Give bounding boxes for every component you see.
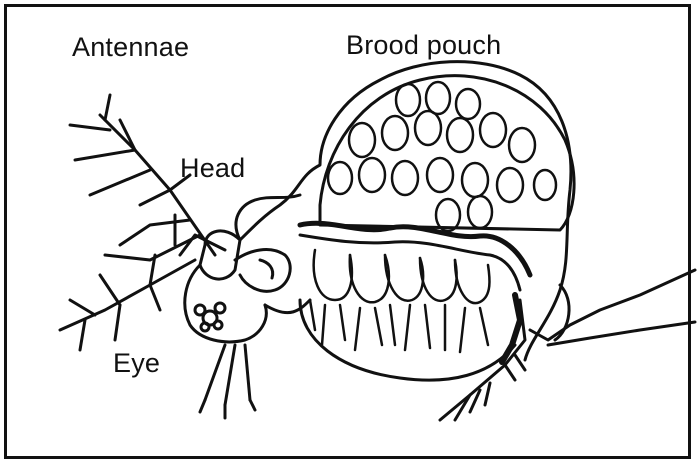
mouth-lobe [235, 250, 290, 292]
gut [300, 223, 530, 275]
legs [310, 250, 490, 352]
label-brood-pouch: Brood pouch [346, 32, 501, 59]
label-head: Head [180, 155, 245, 182]
antenna-base [200, 231, 240, 279]
eggs [328, 82, 556, 231]
label-antennae: Antennae [72, 34, 189, 61]
eye-drawing [195, 303, 225, 331]
tail-spine [440, 270, 695, 420]
brood-pouch-outline [320, 76, 574, 230]
antennae-drawing [60, 95, 225, 350]
label-eye: Eye [113, 350, 160, 377]
